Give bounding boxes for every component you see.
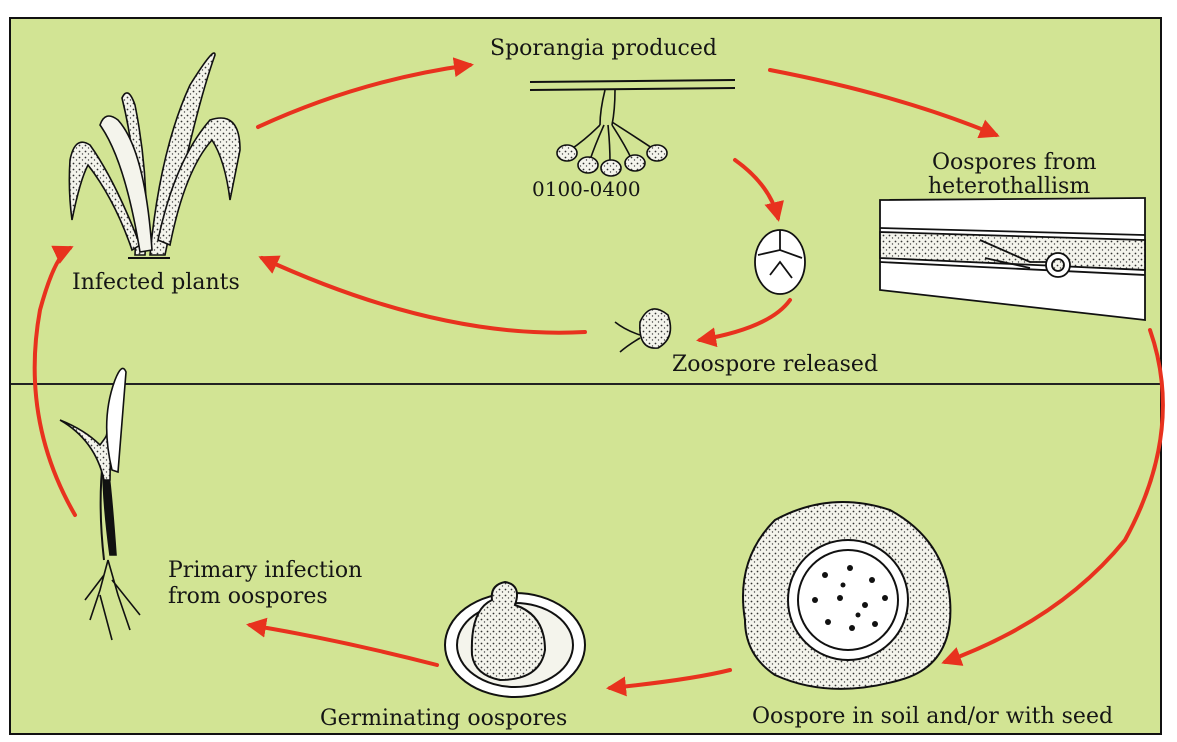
arrow-soil-to-germinating — [610, 670, 730, 688]
seedling-illustration — [60, 368, 140, 640]
label-time-window: 0100-0400 — [532, 176, 641, 202]
label-germinating-oospores: Germinating oospores — [320, 706, 567, 732]
zoospore-illustration — [615, 309, 670, 352]
sporangiophore-illustration — [530, 80, 735, 176]
arrow-seedling-to-infected — [35, 248, 75, 515]
label-oospore-in-soil: Oospore in soil and/or with seed — [752, 704, 1113, 730]
arrow-sporangia-to-zoospore — [735, 160, 778, 218]
label-primary-infection: Primary infection — [168, 558, 362, 584]
arrow-cyst-to-zoospore — [700, 300, 790, 340]
label-sporangia-produced: Sporangia produced — [490, 36, 717, 62]
arrow-heterothallism-to-soil — [945, 330, 1163, 662]
label-infected-plants: Infected plants — [72, 270, 240, 296]
arrow-germinating-to-primary — [250, 625, 437, 665]
zoospore-cyst-illustration — [755, 230, 805, 294]
germinating-oospore-illustration — [445, 582, 585, 697]
label-oospores-from: Oospores from — [932, 150, 1096, 176]
label-heterothallism-line2: heterothallism — [928, 174, 1090, 200]
arrow-zoospore-to-infected — [262, 258, 585, 333]
arrow-sporangia-to-oospores — [770, 70, 996, 135]
oospore-soil-illustration — [743, 502, 950, 689]
arrow-infected-to-sporangia — [258, 65, 470, 127]
label-zoospore-released: Zoospore released — [672, 352, 878, 378]
label-from-oospores: from oospores — [168, 584, 328, 610]
heterothallism-tissue-illustration — [880, 198, 1145, 320]
infected-plant-illustration — [69, 53, 240, 258]
